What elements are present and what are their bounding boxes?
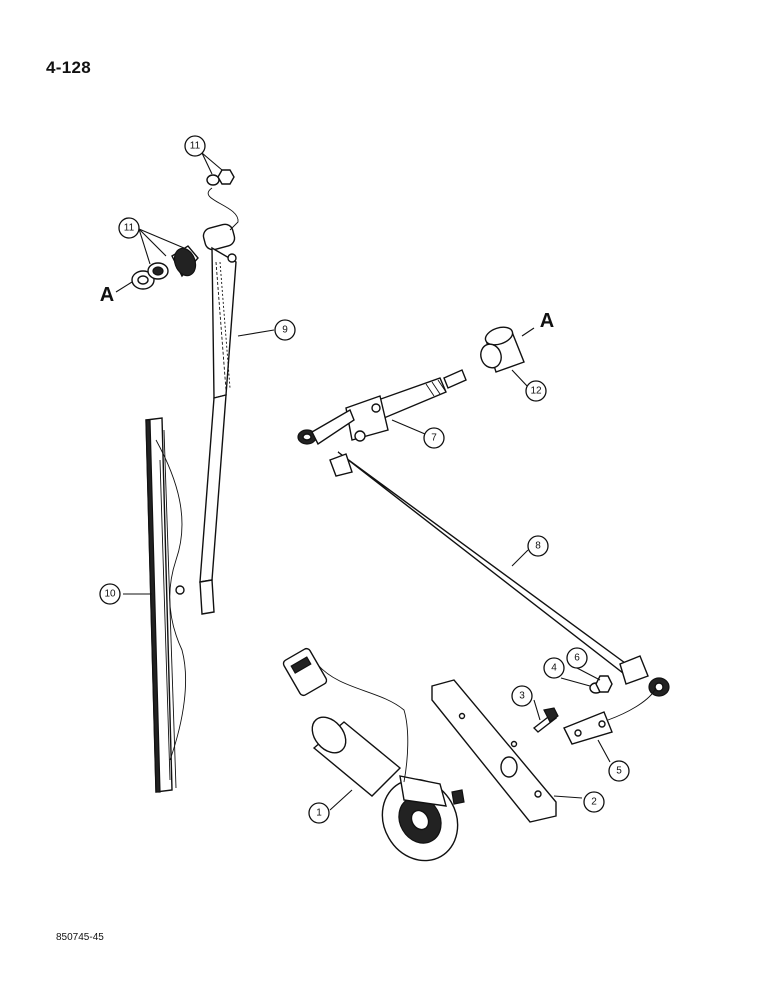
callout-label: 1 <box>316 808 322 819</box>
callout-7: 7 <box>423 427 445 449</box>
figure-code: 850745-45 <box>56 932 104 943</box>
crank-arm <box>563 687 657 745</box>
callout-label: 9 <box>282 325 288 336</box>
callout-11-left: 11 <box>118 217 140 239</box>
callout-2: 2 <box>583 791 605 813</box>
callout-9: 9 <box>274 319 296 341</box>
pivot-shaft <box>297 369 467 446</box>
callout-label: 6 <box>574 653 580 664</box>
leader-lines <box>115 152 611 811</box>
wiper-motor <box>282 647 465 862</box>
linkage-rod <box>329 451 670 697</box>
callout-8: 8 <box>527 535 549 557</box>
callout-label: 11 <box>124 223 135 234</box>
wiper-blade <box>145 417 186 793</box>
callout-1: 1 <box>308 802 330 824</box>
page-number: 4-128 <box>46 58 91 77</box>
callout-label: 12 <box>530 386 542 397</box>
screw <box>532 707 559 733</box>
callout-label: 2 <box>591 797 597 808</box>
callout-label: 7 <box>431 433 437 444</box>
callout-5: 5 <box>608 760 630 782</box>
mounting-plate <box>431 679 557 823</box>
callout-label: 3 <box>519 691 525 702</box>
washer-and-nut <box>589 675 613 694</box>
spacer <box>480 326 525 373</box>
callout-12: 12 <box>525 380 547 402</box>
callout-11-top: 11 <box>184 135 206 157</box>
callout-label: 4 <box>551 663 557 674</box>
mounting-hardware <box>131 169 239 290</box>
callout-label: 5 <box>616 766 622 777</box>
callout-3: 3 <box>511 685 533 707</box>
callout-10: 10 <box>99 583 121 605</box>
reference-letter-a-right: A <box>540 310 554 332</box>
callout-label: 11 <box>190 141 201 152</box>
callout-4: 4 <box>543 657 565 679</box>
callout-label: 10 <box>104 589 116 600</box>
wiper-arm <box>199 223 237 615</box>
callout-6: 6 <box>566 647 588 669</box>
callout-label: 8 <box>535 541 541 552</box>
reference-letter-a-left: A <box>100 284 114 306</box>
